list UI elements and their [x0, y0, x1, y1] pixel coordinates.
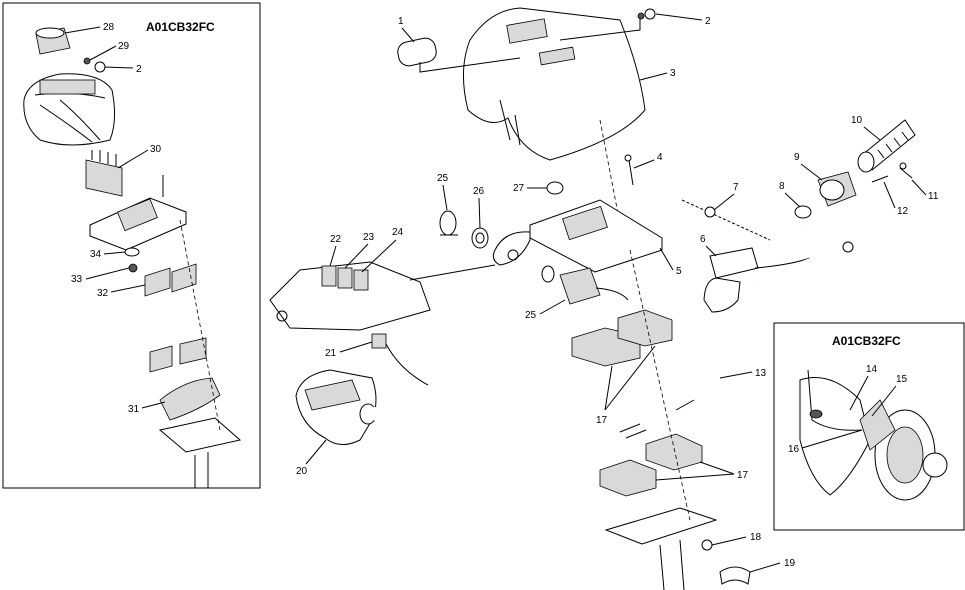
- callout-23: 23: [363, 232, 375, 243]
- callout-34: 34: [90, 249, 102, 260]
- callout-29: 29: [118, 41, 130, 52]
- callout-17-upper: 17: [596, 415, 608, 426]
- callout-31: 31: [128, 404, 140, 415]
- callout-19: 19: [784, 558, 796, 569]
- callout-8: 8: [779, 181, 785, 192]
- callout-14: 14: [866, 364, 878, 375]
- callout-28: 28: [103, 22, 115, 33]
- part-30-connector: [85, 150, 123, 197]
- callout-5: 5: [676, 266, 682, 277]
- part-engine-detail: [799, 369, 948, 501]
- part-6-master-cylinder: [703, 247, 811, 313]
- part-18-nut: [701, 539, 713, 551]
- part-17-clamp-b: [617, 309, 673, 347]
- callout-15: 15: [896, 374, 908, 385]
- part-2-nut-inset: [94, 61, 106, 73]
- part-switch-plate: [269, 261, 431, 331]
- part-9-switch-housing: [817, 171, 857, 207]
- part-12-screw: [871, 175, 889, 183]
- callout-10: 10: [851, 115, 863, 126]
- callout-25-top: 25: [437, 173, 449, 184]
- callout-20: 20: [296, 466, 308, 477]
- part-21-connector: [371, 333, 429, 386]
- part-28-cap: [35, 27, 71, 55]
- callout-30: 30: [150, 144, 162, 155]
- right-inset-frame: [773, 322, 965, 531]
- callout-22: 22: [330, 234, 342, 245]
- callout-11: 11: [928, 191, 939, 202]
- right-inset-title: A01CB32FC: [832, 334, 901, 348]
- part-steering-plate-inset: [158, 417, 242, 453]
- part-7-screw: [681, 199, 771, 241]
- callout-18: 18: [750, 532, 762, 543]
- part-11-clip: [899, 167, 913, 179]
- callout-13: 13: [755, 368, 767, 379]
- callout-6: 6: [700, 234, 706, 245]
- part-32-clamp-right: [171, 263, 197, 293]
- callout-9: 9: [794, 152, 800, 163]
- part-1-pad: [397, 37, 437, 67]
- part-25-switch-lower: [541, 265, 629, 305]
- part-32-clamp-left: [144, 267, 171, 297]
- callout-1: 1: [398, 16, 404, 27]
- part-2-nut: [644, 8, 656, 20]
- part-4-bolt: [628, 159, 634, 186]
- part-headlight-pod: [23, 73, 116, 146]
- part-27-nut: [546, 181, 564, 195]
- callout-2: 2: [705, 16, 711, 27]
- callout-12: 12: [897, 206, 909, 217]
- part-29-screw: [83, 57, 91, 65]
- callout-26: 26: [473, 186, 485, 197]
- left-inset-frame: [2, 2, 261, 489]
- callout-3: 3: [670, 68, 676, 79]
- part-31-riser: [159, 377, 221, 421]
- part-17-clamp-c: [599, 459, 657, 497]
- callout-27: 27: [513, 183, 525, 194]
- part-26-grommet: [471, 227, 489, 249]
- part-steering-plate: [604, 507, 718, 545]
- callout-21: 21: [325, 348, 337, 359]
- callout-24: 24: [392, 227, 404, 238]
- part-33-nut: [128, 263, 138, 273]
- part-5-bracket: [492, 199, 663, 273]
- main-diagram: 1 2 3 4 5 6 7 8 9 10 11 12 13 17 17 18 1…: [269, 7, 939, 590]
- callout-33: 33: [71, 274, 83, 285]
- left-inset: A01CB32FC: [2, 2, 261, 489]
- part-3-cover: [462, 7, 646, 161]
- callout-4: 4: [657, 152, 663, 163]
- part-20-throttle-housing: [295, 369, 377, 445]
- callout-32: 32: [97, 288, 109, 299]
- part-8-bushing: [794, 205, 812, 219]
- part-bracket-inset: [89, 197, 187, 251]
- left-inset-title: A01CB32FC: [146, 20, 215, 34]
- part-34-washer: [124, 247, 140, 257]
- right-inset: A01CB32FC 14 15 16: [773, 322, 965, 531]
- callout-17-lower: 17: [737, 470, 749, 481]
- part-10-grip: [857, 119, 916, 173]
- callout-7: 7: [733, 182, 739, 193]
- part-clamp-lower-right: [179, 337, 207, 365]
- part-25-key-switch: [439, 210, 458, 236]
- part-19-hose-clamp: [719, 566, 751, 585]
- part-clamp-lower-left: [149, 345, 173, 373]
- part-17-clamp-d: [645, 433, 703, 471]
- callout-25-lower: 25: [525, 310, 537, 321]
- callout-2-inset: 2: [136, 64, 142, 75]
- callout-16: 16: [788, 444, 800, 455]
